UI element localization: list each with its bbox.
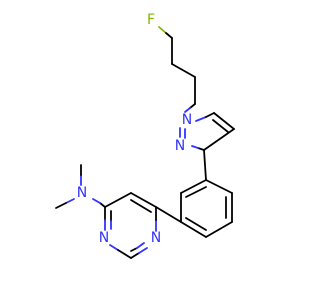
bond-b6-b1 <box>180 179 207 194</box>
bond-c3-n2a <box>197 147 205 151</box>
bond-p5-p4 <box>104 192 132 208</box>
bond-n1-c5 <box>205 112 215 118</box>
bond-namine-me2a <box>65 198 75 204</box>
bond-b3-b4 <box>205 221 233 238</box>
fluorine-label: F <box>147 12 155 28</box>
bond-namine-me2 <box>55 202 67 209</box>
bond-c4ring-c3 <box>203 128 235 151</box>
bond-benzene-pyrimidine <box>155 206 182 223</box>
bond-p4-namine-a <box>99 202 106 208</box>
bond-n3-c2a <box>109 244 119 251</box>
bond-pyrazole-benzene <box>203 149 207 181</box>
bond-c1-c1b <box>165 32 173 39</box>
bond-c4-n1 <box>184 107 191 113</box>
bond-b1-b2 <box>205 179 233 194</box>
bond-b4-b5-inner <box>185 217 207 231</box>
pyrimidine-n3-label: N <box>99 230 109 246</box>
bond-p4-namine <box>92 198 101 204</box>
bond-b4-b5 <box>180 221 207 238</box>
pyrazole-n1-label: N <box>182 112 192 128</box>
bond-c4-c4b <box>189 103 196 109</box>
bond-c5-c4ring <box>213 112 235 130</box>
bonds <box>55 26 235 259</box>
bond-f-c1 <box>158 26 167 34</box>
bond-p6-p5 <box>130 192 157 208</box>
bond-c2-n1 <box>138 247 148 254</box>
molecule-structure: F N N N N N <box>55 12 235 259</box>
pyrazole-n2-label: N <box>175 138 185 154</box>
bond-n3-c2 <box>117 249 132 259</box>
bond-c5-c4ring-inner <box>212 119 229 133</box>
bond-c2-c3 <box>171 63 196 78</box>
bond-c2-n1a <box>130 252 140 259</box>
bond-c2-n1-inner-b <box>136 242 145 249</box>
bond-c3-n2 <box>191 145 199 149</box>
atom-labels: F N N N N N <box>77 12 192 246</box>
bond-b6-b1-inner <box>185 186 207 198</box>
bond-n1-c5a <box>195 116 207 122</box>
pyrimidine-n1-label: N <box>151 230 161 246</box>
bond-p6-p5-inner <box>130 199 152 213</box>
amine-n-label: N <box>77 185 87 201</box>
bond-c2-n1-inner <box>130 247 138 252</box>
